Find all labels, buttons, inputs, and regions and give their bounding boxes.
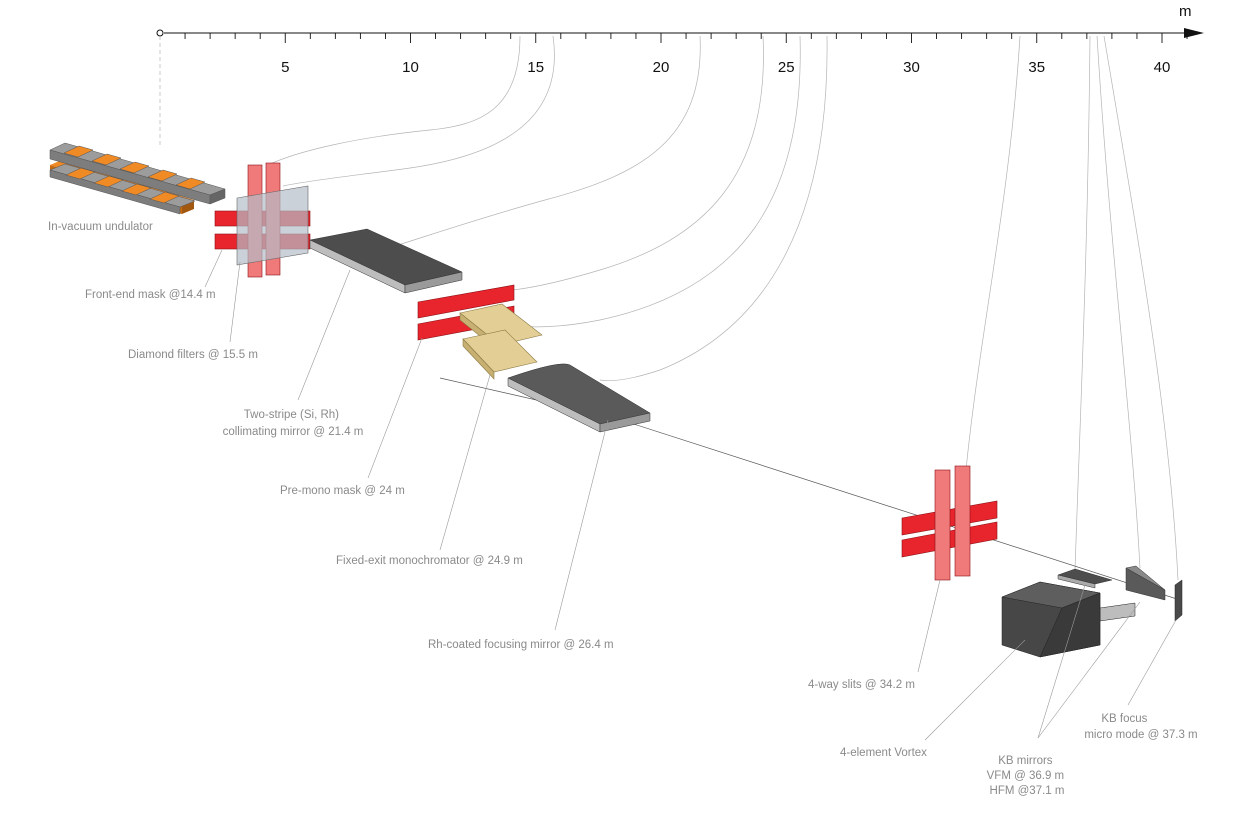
label-kb-mirrors-line-2: VFM @ 36.9 m — [987, 770, 1065, 782]
leader-focusing-mirror — [554, 419, 609, 631]
connector-kb-vfm — [1074, 35, 1091, 571]
kb-vfm-shape — [1057, 568, 1113, 589]
kb-hfm-shape — [1125, 565, 1166, 601]
connector-front-end-mask — [267, 35, 521, 166]
label-collimating-mirror-line-2: collimating mirror @ 21.4 m — [223, 426, 364, 438]
component-labels: In-vacuum undulator Front-end mask @14.4… — [48, 221, 1198, 797]
axis-tick-label: 40 — [1154, 59, 1171, 76]
leader-pre-mono-mask — [367, 337, 423, 479]
leader-diamond-filters — [229, 261, 241, 343]
undulator-shape — [49, 142, 226, 215]
focusing-mirror-shape — [507, 363, 651, 433]
connector-pre-mono-mask — [512, 35, 764, 291]
connector-focusing-mirror — [599, 35, 828, 382]
leader-kb-focus — [1127, 619, 1177, 706]
label-monochromator: Fixed-exit monochromator @ 24.9 m — [336, 555, 523, 567]
connector-kb-focus — [1103, 35, 1179, 581]
connector-monochromator — [511, 35, 801, 328]
connector-diamond-filters — [282, 35, 555, 187]
axis-tick-label: 5 — [281, 59, 289, 76]
label-front-end-mask: Front-end mask @14.4 m — [85, 289, 216, 301]
slits-shape — [901, 465, 998, 581]
label-kb-mirrors-line-1: KB mirrors — [998, 755, 1053, 767]
label-kb-focus: KB focus micro mode @ 37.3 m — [1084, 713, 1197, 741]
leader-front-end-mask — [204, 249, 223, 288]
connector-collimating-mirror — [394, 35, 701, 247]
label-collimating-mirror-line-1: Two-stripe (Si, Rh) — [244, 409, 339, 421]
leader-vortex — [924, 639, 1026, 741]
distance-axis: 5 10 15 20 25 30 35 40 m — [156, 3, 1204, 76]
diamond-filters-shape — [236, 185, 309, 266]
axis-tick-label: 35 — [1028, 59, 1045, 76]
axis-tick-label: 10 — [402, 59, 419, 76]
leader-monochromator — [439, 374, 491, 551]
vortex-shape — [1001, 581, 1136, 658]
axis-tick-label: 30 — [903, 59, 920, 76]
axis-tick-label: 15 — [527, 59, 544, 76]
axis-arrowhead — [1184, 28, 1204, 38]
axis-unit-label: m — [1179, 3, 1192, 20]
monochromator-shape — [459, 303, 543, 380]
label-slits: 4-way slits @ 34.2 m — [808, 679, 915, 691]
label-collimating-mirror: Two-stripe (Si, Rh) collimating mirror @… — [223, 409, 364, 438]
beam-line-downstream — [614, 417, 1181, 601]
leader-kb-vfm — [1037, 584, 1086, 739]
leader-slits — [917, 579, 941, 673]
label-leaders — [204, 249, 1177, 741]
axis-ticks — [184, 33, 1188, 43]
axis-origin-marker — [156, 29, 164, 37]
label-kb-focus-line-1: KB focus — [1101, 713, 1147, 725]
connector-slits — [965, 35, 1021, 471]
label-vortex: 4-element Vortex — [840, 747, 927, 759]
connector-kb-hfm — [1096, 35, 1141, 569]
label-kb-focus-line-2: micro mode @ 37.3 m — [1084, 729, 1197, 741]
label-diamond-filters: Diamond filters @ 15.5 m — [128, 349, 258, 361]
collimating-mirror-shape — [309, 228, 463, 294]
label-kb-mirrors: KB mirrors VFM @ 36.9 m HFM @37.1 m — [987, 755, 1068, 797]
label-focusing-mirror: Rh-coated focusing mirror @ 26.4 m — [428, 639, 614, 651]
leader-collimating-mirror — [297, 269, 351, 401]
beam-path — [439, 377, 1181, 601]
position-connectors — [159, 35, 1179, 581]
leader-kb-hfm — [1037, 601, 1141, 739]
kb-focus-shape — [1174, 579, 1183, 622]
axis-tick-label: 20 — [653, 59, 670, 76]
axis-tick-labels: 5 10 15 20 25 30 35 40 — [281, 59, 1170, 76]
label-undulator: In-vacuum undulator — [48, 221, 153, 233]
axis-tick-label: 25 — [778, 59, 795, 76]
label-kb-mirrors-line-3: HFM @37.1 m — [990, 785, 1065, 797]
label-pre-mono-mask: Pre-mono mask @ 24 m — [280, 485, 405, 497]
